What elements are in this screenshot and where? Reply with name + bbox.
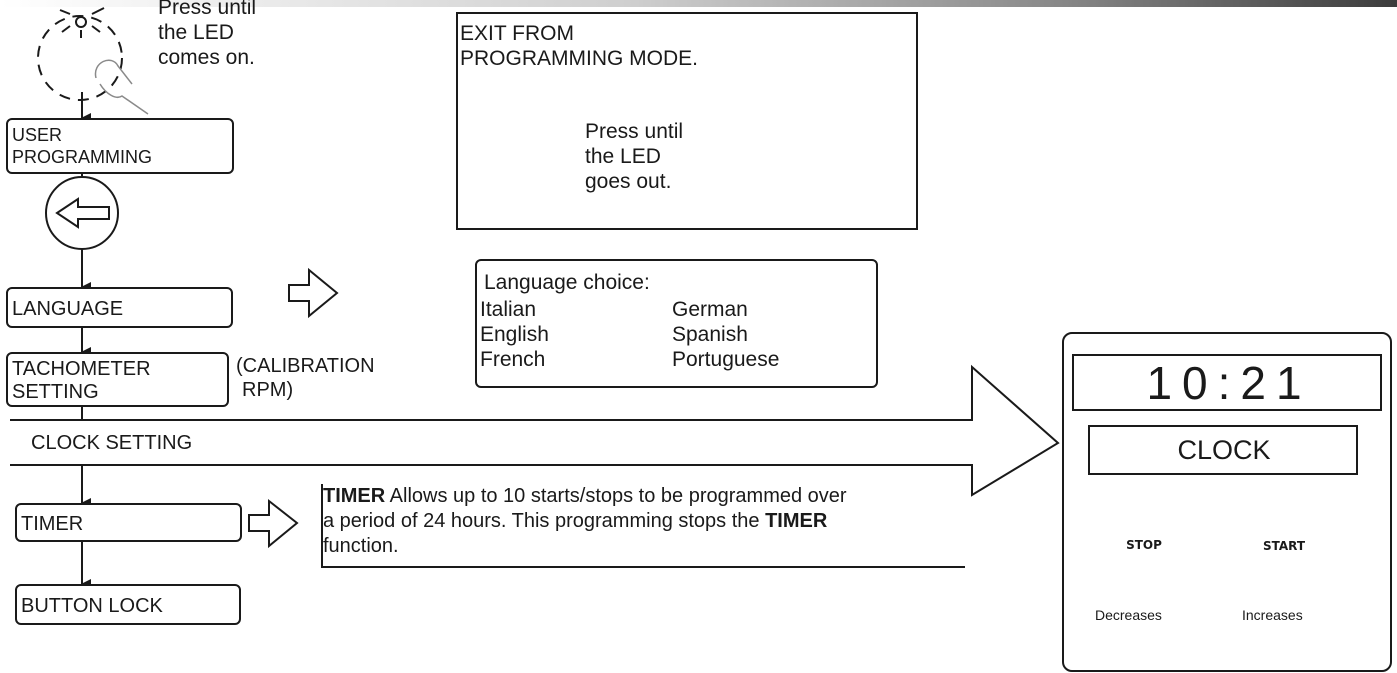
exit-title-line2: PROGRAMMING MODE.: [460, 47, 699, 70]
top-gradient-bar: [0, 0, 1397, 7]
increases-caption: Increases: [1242, 607, 1303, 623]
language-portuguese: Portuguese: [672, 348, 780, 371]
clock-setting-arrow: [10, 364, 1060, 497]
press-until-on-text: Press until the LED comes on.: [158, 0, 257, 69]
back-arrow-button: [45, 176, 119, 250]
language-english: English: [480, 323, 549, 346]
timer-note-line2: a period of 24 hours. This programming s…: [323, 510, 766, 532]
timer-label: TIMER: [21, 513, 84, 535]
clock-setting-label: CLOCK SETTING: [31, 432, 193, 454]
language-box: LANGUAGE: [6, 287, 233, 328]
language-choice-box: Language choice: Italian English French …: [475, 259, 878, 388]
language-label: LANGUAGE: [12, 298, 124, 320]
stop-button[interactable]: STOP: [1126, 538, 1162, 552]
finger-icon: [94, 59, 149, 115]
exit-title-line1: EXIT FROM: [460, 22, 574, 45]
exit-instruction-line3: goes out.: [585, 170, 672, 193]
language-arrow-icon: [288, 267, 339, 319]
exit-instruction-line1: Press until: [585, 120, 684, 143]
language-french: French: [480, 348, 546, 371]
user-programming-line2: PROGRAMMING: [12, 147, 153, 167]
calibration-rpm-note: (CALIBRATION RPM): [236, 355, 375, 401]
user-programming-line1: USER: [12, 125, 63, 145]
timer-note-box: TIMER Allows up to 10 starts/stops to be…: [321, 484, 965, 568]
language-german: German: [672, 298, 748, 321]
button-lock-label: BUTTON LOCK: [21, 595, 163, 617]
mode-display: CLOCK: [1088, 425, 1358, 475]
timer-note-line3: function.: [323, 535, 399, 557]
start-button[interactable]: START: [1262, 539, 1306, 553]
led-on-icon: [37, 7, 123, 101]
exit-programming-box: EXIT FROM PROGRAMMING MODE. Press until …: [456, 12, 918, 230]
mode-readout: CLOCK: [1177, 435, 1271, 465]
device-panel: 10:21 CLOCK STOP START Decreases Increas…: [1062, 332, 1392, 672]
language-italian: Italian: [480, 298, 537, 321]
tachometer-line1: TACHOMETER: [12, 358, 151, 380]
button-lock-box: BUTTON LOCK: [15, 584, 241, 625]
tachometer-line2: SETTING: [12, 381, 99, 403]
language-choice-title: Language choice:: [484, 271, 650, 294]
time-display: 10:21: [1072, 354, 1382, 411]
user-programming-box: USER PROGRAMMING: [6, 118, 234, 174]
decreases-caption: Decreases: [1095, 607, 1162, 623]
timer-arrow-icon: [248, 498, 299, 549]
time-readout: 10:21: [1146, 357, 1312, 409]
language-spanish: Spanish: [672, 323, 748, 346]
timer-box: TIMER: [15, 503, 242, 542]
timer-note-text1: Allows up to 10 starts/stops to be progr…: [385, 485, 847, 507]
timer-note-bold1: TIMER: [323, 485, 386, 507]
timer-note-bold2: TIMER: [765, 510, 828, 532]
tachometer-setting-box: TACHOMETER SETTING: [6, 352, 229, 407]
exit-instruction-line2: the LED: [585, 145, 661, 168]
